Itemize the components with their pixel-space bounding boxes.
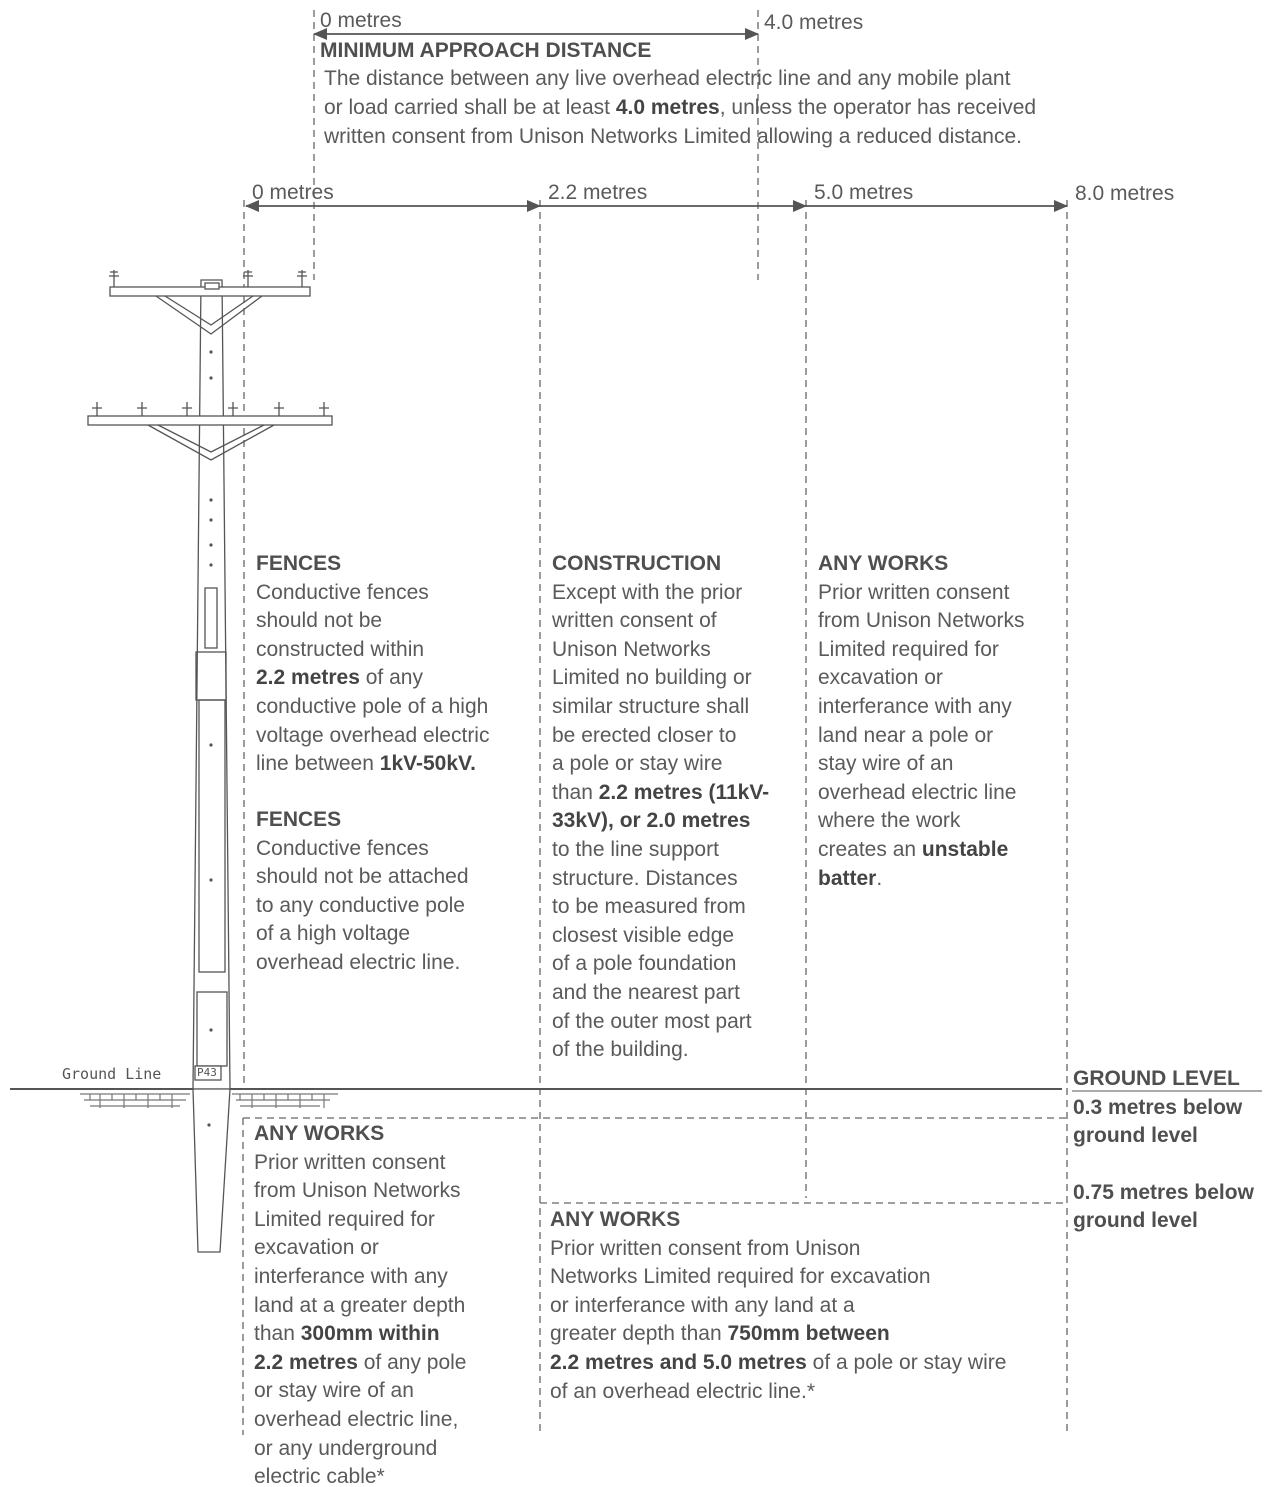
mad-start-label: 0 metres — [320, 9, 402, 32]
any-works-block-0-75m: ANY WORKS Prior written consent from Uni… — [550, 1208, 1007, 1403]
scale-label-5m: 5.0 metres — [814, 181, 914, 204]
mad-title: MINIMUM APPROACH DISTANCE — [320, 39, 652, 62]
scale-label-0m: 0 metres — [252, 181, 334, 204]
mad-line-1: The distance between any live overhead e… — [324, 67, 1011, 90]
any-works-block-0-3m: ANY WORKS Prior written consent from Uni… — [254, 1122, 467, 1487]
construction-block: CONSTRUCTION Except with the prior writt… — [552, 552, 770, 1062]
depth-0-3m-label-1: 0.3 metres below — [1073, 1096, 1243, 1119]
depth-0-75m-label-1: 0.75 metres below — [1073, 1181, 1254, 1204]
pole-tag: P43 — [197, 1066, 217, 1079]
mad-line-2: or load carried shall be at least 4.0 me… — [324, 96, 1037, 119]
any-works-block-above-ground: ANY WORKS Prior written consent from Uni… — [818, 552, 1025, 890]
mad-end-label: 4.0 metres — [764, 11, 864, 34]
depth-0-75m-label-2: ground level — [1073, 1209, 1198, 1232]
fences-block-2: FENCES Conductive fences should not be a… — [256, 808, 469, 974]
ground-level-label: GROUND LEVEL — [1073, 1067, 1240, 1090]
ground-line-label: Ground Line — [62, 1065, 162, 1083]
scale-label-8m: 8.0 metres — [1075, 182, 1175, 205]
fences-block-1: FENCES Conductive fences should not be c… — [256, 552, 490, 776]
mad-line-3: written consent from Unison Networks Lim… — [324, 125, 1022, 148]
soil-hatching — [80, 1093, 338, 1108]
utility-pole — [87, 270, 333, 1253]
depth-0-3m-label-2: ground level — [1073, 1124, 1198, 1147]
scale-label-2-2m: 2.2 metres — [548, 181, 648, 204]
